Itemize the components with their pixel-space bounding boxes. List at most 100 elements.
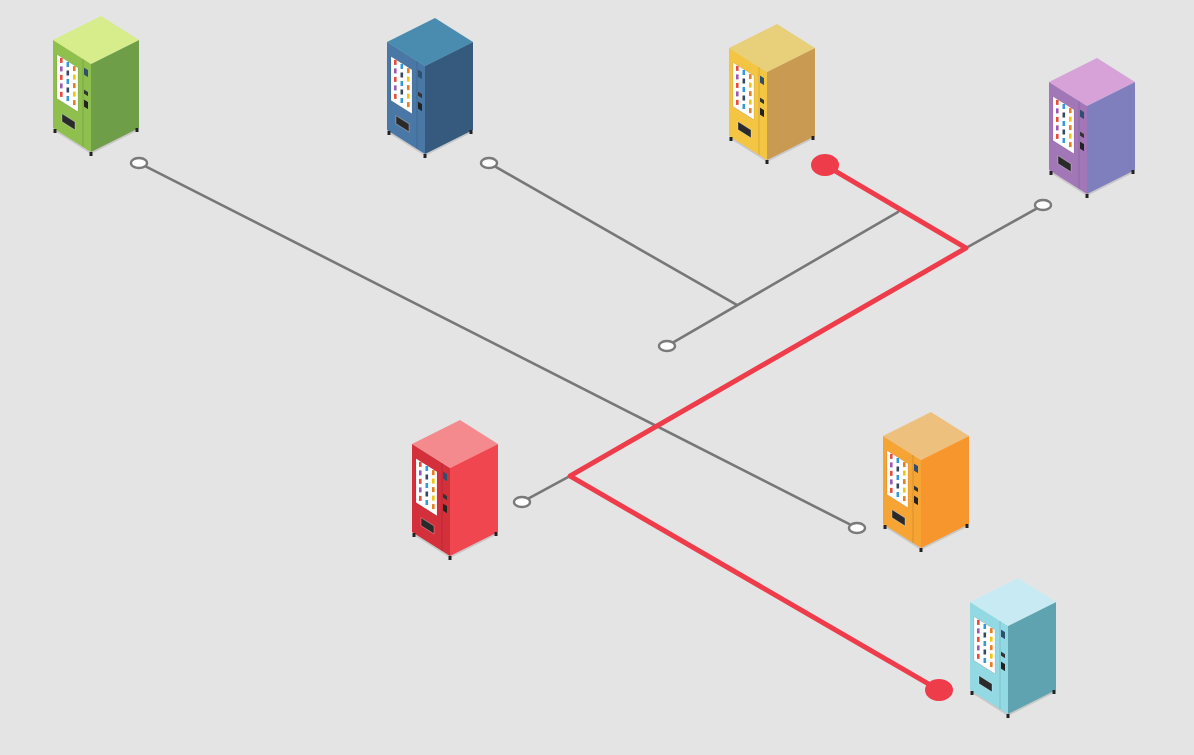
snack-item <box>1062 129 1066 135</box>
snack-item <box>983 649 987 655</box>
machine-foot <box>412 533 416 537</box>
snack-item <box>432 478 435 484</box>
snack-item <box>60 57 63 63</box>
vending-machine-blue[interactable] <box>387 18 473 158</box>
snack-item <box>73 74 76 80</box>
vending-machine-yellow[interactable] <box>729 24 815 164</box>
snack-item <box>60 74 63 80</box>
snack-item <box>983 641 987 646</box>
machine-foot <box>1052 690 1056 694</box>
port-purple[interactable] <box>1033 198 1053 212</box>
port-nodes <box>129 154 1053 701</box>
machine-foot <box>53 129 57 133</box>
machine-side <box>1087 82 1135 194</box>
machine-control-screen <box>443 471 447 482</box>
machine-card-slot <box>1080 141 1084 152</box>
machine-coin-button <box>443 493 447 501</box>
vending-machine-purple[interactable] <box>1049 58 1135 198</box>
vending-machine-green[interactable] <box>53 16 139 156</box>
snack-item <box>407 68 410 74</box>
snack-item <box>432 504 435 510</box>
snack-item <box>400 81 404 86</box>
snack-item <box>419 487 422 493</box>
snack-item <box>432 470 435 476</box>
snack-item <box>977 645 980 651</box>
snack-item <box>890 487 893 493</box>
machine-foot <box>1131 170 1135 174</box>
machine-foot <box>729 137 733 141</box>
snack-item <box>896 483 900 489</box>
snack-item <box>983 624 987 629</box>
snack-item <box>60 66 63 72</box>
snack-item <box>400 64 404 69</box>
snack-item <box>903 470 906 476</box>
port-blue[interactable] <box>479 156 499 170</box>
machine-dispense-slot <box>1057 154 1072 173</box>
machine-foot <box>423 154 427 158</box>
machine-control-screen <box>760 75 764 86</box>
machine-control-screen <box>914 463 918 474</box>
snack-item <box>1062 104 1066 109</box>
snack-item <box>407 102 410 108</box>
snack-item <box>1062 112 1066 118</box>
machine-side <box>91 40 139 152</box>
snack-item <box>419 478 422 484</box>
snack-item <box>890 470 893 476</box>
machine-foot <box>883 525 887 529</box>
vending-machine-red[interactable] <box>412 420 498 560</box>
port-orange[interactable] <box>847 521 867 535</box>
snack-item <box>896 475 900 480</box>
snack-item <box>60 83 63 89</box>
snack-item <box>73 100 76 106</box>
snack-item <box>742 95 746 101</box>
pipe-blue-branch <box>487 161 739 307</box>
machine-coin-button <box>1001 651 1005 659</box>
vending-machine-orange[interactable] <box>883 412 969 552</box>
snack-item <box>896 492 900 497</box>
machine-card-slot <box>443 503 447 514</box>
machine-top <box>387 18 473 66</box>
snack-item <box>400 98 404 103</box>
snack-item <box>60 91 63 97</box>
machine-foot <box>494 532 498 536</box>
vending-machine-cyan[interactable] <box>970 578 1056 718</box>
snack-item <box>73 91 76 97</box>
snack-item <box>73 83 76 89</box>
machine-dispense-slot <box>395 114 410 133</box>
machine-side <box>767 48 815 160</box>
machine-foot <box>1006 714 1010 718</box>
snack-item <box>890 479 893 485</box>
snack-item <box>990 653 993 659</box>
snack-item <box>977 628 980 634</box>
port-cyan-active[interactable] <box>925 679 953 701</box>
port-yellow-active[interactable] <box>811 154 839 176</box>
snack-item <box>896 458 900 463</box>
port-center[interactable] <box>657 339 677 353</box>
machine-side <box>921 436 969 548</box>
snack-item <box>407 85 410 91</box>
machine-side <box>450 444 498 556</box>
port-green[interactable] <box>129 156 149 170</box>
snack-item <box>394 76 397 82</box>
port-red[interactable] <box>512 495 532 509</box>
snack-item <box>749 74 752 80</box>
snack-item <box>394 59 397 65</box>
snack-item <box>742 104 746 109</box>
pipe-red-port <box>520 474 572 504</box>
snack-item <box>419 495 422 501</box>
snack-item <box>990 645 993 651</box>
snack-item <box>394 85 397 91</box>
machine-foot <box>970 691 974 695</box>
snack-item <box>1056 133 1059 139</box>
machine-foot <box>135 128 139 132</box>
machine-card-slot <box>1001 661 1005 672</box>
snack-item <box>736 65 739 71</box>
snack-item <box>890 462 893 468</box>
machine-dispense-slot <box>978 674 993 693</box>
pipe-green-orange <box>137 161 859 530</box>
machine-dispense-slot <box>891 508 906 527</box>
machine-card-slot <box>760 107 764 118</box>
machine-top <box>883 412 969 460</box>
snack-item <box>73 66 76 72</box>
snack-item <box>749 108 752 114</box>
